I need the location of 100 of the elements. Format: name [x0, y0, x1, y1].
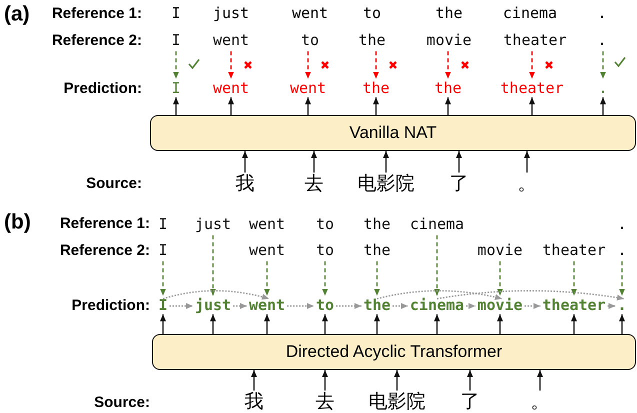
predicted-word: just — [194, 296, 232, 314]
arrow — [374, 314, 380, 334]
dashed-arrow — [373, 51, 379, 79]
arrow — [497, 314, 503, 334]
arrow — [537, 370, 543, 391]
arrow — [445, 97, 451, 115]
dashed-arrow — [305, 51, 311, 79]
row-label: Prediction: — [64, 80, 142, 98]
predicted-word: the — [363, 296, 391, 314]
dashed-arrow — [173, 51, 179, 79]
predicted-word: went — [290, 80, 326, 96]
reference-word: just — [194, 216, 232, 232]
reference-word: cinema — [410, 216, 464, 232]
source-token: 电影院 — [358, 174, 414, 194]
arrow — [305, 97, 311, 115]
reference-word: went — [248, 242, 286, 258]
reference-word: to — [316, 216, 334, 232]
arrow — [322, 314, 328, 334]
source-token: 去 — [316, 392, 334, 412]
model-box: Directed Acyclic Transformer — [152, 334, 636, 370]
arrow — [173, 97, 179, 115]
arrow — [467, 370, 473, 391]
predicted-word: to — [316, 296, 334, 314]
row-label: Reference 1: — [52, 6, 142, 22]
reference-word: . — [617, 242, 627, 258]
dashed-arrow — [160, 261, 166, 296]
dashed-arrow — [600, 51, 606, 79]
row-label: Reference 2: — [52, 32, 142, 50]
source-token: 。 — [518, 174, 536, 194]
predicted-word: the — [362, 80, 390, 96]
predicted-word: . — [617, 296, 627, 314]
reference-word: . — [617, 216, 627, 232]
dashed-arrow — [264, 261, 270, 296]
arrow — [264, 314, 270, 334]
predicted-word: went — [248, 296, 286, 314]
arrow — [434, 314, 440, 334]
arrow — [619, 314, 625, 334]
arrow — [228, 97, 234, 115]
model-box: Vanilla NAT — [150, 115, 636, 151]
dashed-arrow — [322, 261, 328, 296]
source-token: 了 — [450, 174, 468, 194]
dashed-arrow — [376, 290, 502, 300]
dashed-arrow — [524, 303, 540, 309]
predicted-word: went — [212, 80, 250, 96]
dashed-arrow — [233, 303, 247, 309]
row-label: Source: — [86, 176, 142, 192]
dashed-arrow — [445, 51, 451, 79]
row-label: Reference 1: — [60, 216, 150, 232]
predicted-word: theater — [500, 80, 564, 96]
dashed-arrow — [210, 235, 216, 296]
reference-word: the — [435, 4, 463, 22]
predicted-word: theater — [542, 296, 606, 314]
dashed-arrow — [619, 261, 625, 296]
dashed-arrow — [436, 290, 624, 301]
reference-word: to — [316, 242, 334, 258]
arrow — [322, 370, 328, 391]
source-token: 去 — [304, 174, 324, 194]
arrow — [251, 370, 257, 391]
dashed-arrow — [162, 290, 270, 300]
dashed-arrow — [170, 303, 193, 309]
reference-word: theater — [542, 242, 606, 258]
reference-word: cinema — [502, 4, 558, 22]
reference-word: I — [158, 216, 168, 232]
dashed-arrow — [571, 261, 577, 296]
dashed-arrow — [228, 51, 234, 79]
dashed-arrow — [529, 51, 535, 79]
arrow — [210, 314, 216, 334]
reference-word: . — [597, 4, 607, 22]
arrow — [529, 97, 535, 115]
dashed-arrow — [434, 235, 440, 296]
predicted-word: I — [171, 80, 181, 96]
row-label: Reference 2: — [60, 242, 150, 260]
arrow — [160, 314, 166, 334]
reference-word: the — [363, 242, 391, 258]
dashed-arrow — [392, 303, 408, 309]
row-label: Prediction: — [72, 298, 150, 314]
arrow — [600, 97, 606, 115]
source-token: 我 — [236, 174, 254, 194]
arrow — [394, 370, 400, 391]
arrow — [524, 151, 530, 173]
predicted-word: movie — [477, 296, 523, 314]
reference-word: the — [363, 216, 391, 232]
dashed-arrow — [336, 303, 362, 309]
source-token: 了 — [460, 392, 480, 412]
reference-word: I — [158, 242, 168, 258]
dashed-arrow — [608, 303, 616, 309]
predicted-word: the — [434, 80, 462, 96]
predicted-word: I — [158, 296, 168, 314]
predicted-word: . — [598, 80, 608, 96]
source-token: 我 — [244, 392, 264, 412]
panel-label: (b) — [4, 210, 31, 234]
arrow — [456, 151, 462, 173]
reference-word: went — [292, 4, 328, 22]
reference-word: went — [212, 32, 250, 48]
reference-word: went — [248, 216, 286, 232]
arrow — [383, 151, 389, 173]
arrow — [571, 314, 577, 334]
dashed-arrow — [466, 303, 476, 309]
panel-label: (a) — [4, 2, 30, 26]
reference-word: just — [212, 4, 250, 22]
